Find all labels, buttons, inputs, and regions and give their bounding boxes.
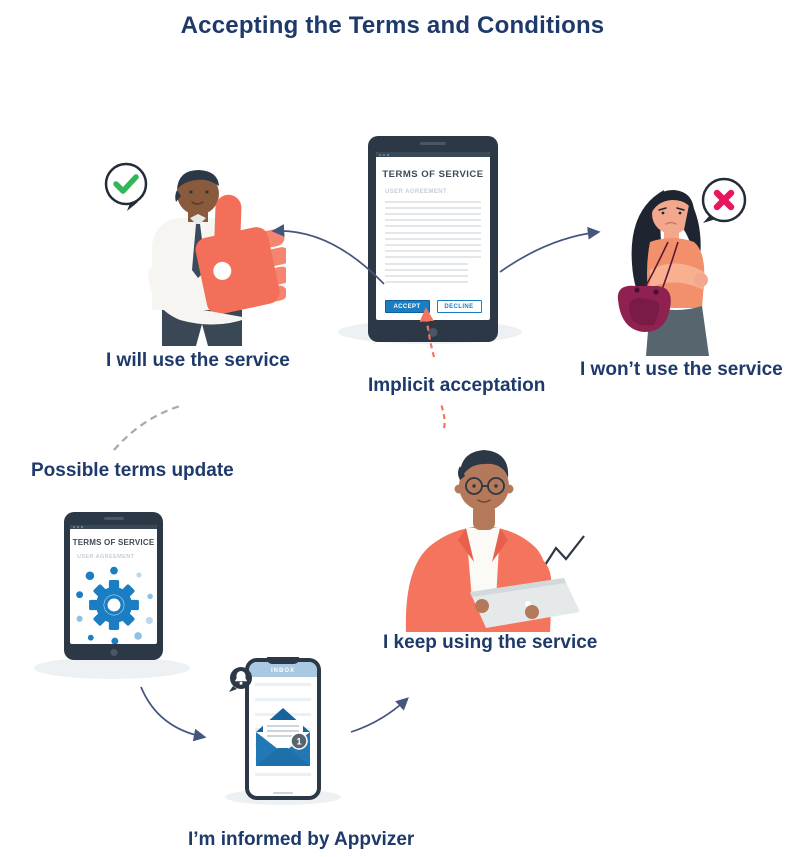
update-tablet-shadow bbox=[34, 657, 190, 679]
caption-informed: I’m informed by Appvizer bbox=[188, 829, 415, 850]
page-title: Accepting the Terms and Conditions bbox=[180, 12, 605, 39]
check-icon bbox=[113, 174, 139, 194]
tablet-home-button bbox=[110, 649, 117, 656]
decline-button[interactable]: DECLINE bbox=[436, 300, 482, 313]
tablet-speaker bbox=[103, 517, 124, 520]
tablet-home-button bbox=[428, 328, 438, 337]
terms-subheading: USER AGREEMENT bbox=[385, 189, 448, 195]
phone-home-indicator bbox=[273, 792, 293, 794]
inbox-title: INBOX bbox=[270, 668, 295, 674]
arrow-to-decline-user bbox=[499, 226, 601, 273]
phone-notch bbox=[267, 657, 299, 664]
man-laptop-illustration bbox=[405, 450, 585, 632]
chart-line-icon bbox=[537, 535, 585, 577]
man-thumbs-up-illustration bbox=[148, 170, 286, 346]
terms-screen: TERMS OF SERVICE USER AGREEMENT ACCEPT D… bbox=[376, 152, 490, 320]
terms-update-dashed-line bbox=[113, 404, 181, 451]
terms-text-placeholder bbox=[376, 201, 490, 283]
check-bubble bbox=[104, 162, 148, 211]
cross-icon bbox=[713, 189, 735, 211]
woman-illustration bbox=[617, 190, 709, 356]
terms-tablet: TERMS OF SERVICE USER AGREEMENT ACCEPT D… bbox=[368, 136, 498, 342]
gear-icon bbox=[75, 566, 153, 644]
unread-badge: 1 bbox=[296, 737, 301, 747]
caption-will-use: I will use the service bbox=[106, 350, 290, 371]
update-tablet: TERMS OF SERVICE USER AGREEMENT bbox=[64, 512, 163, 660]
bell-bubble bbox=[229, 667, 252, 692]
cross-bubble bbox=[701, 177, 747, 223]
terms-heading: TERMS OF SERVICE bbox=[382, 169, 484, 180]
caption-terms-update: Possible terms update bbox=[31, 460, 234, 481]
bell-icon bbox=[234, 671, 248, 685]
update-subheading: USER AGREEMENT bbox=[77, 554, 135, 560]
caption-implicit: Implicit acceptation bbox=[368, 375, 546, 396]
caption-wont-use: I won’t use the service bbox=[580, 359, 783, 380]
browser-bar bbox=[70, 525, 157, 529]
arrow-tablet-to-phone bbox=[140, 686, 207, 742]
tablet-speaker bbox=[420, 142, 446, 145]
caption-keep-using: I keep using the service bbox=[383, 632, 598, 653]
implicit-arrow-lower bbox=[439, 402, 446, 429]
phone-screen: INBOX 1 bbox=[249, 662, 317, 796]
notification-phone: INBOX 1 bbox=[245, 657, 321, 800]
browser-bar bbox=[376, 152, 490, 157]
update-heading: TERMS OF SERVICE bbox=[72, 538, 155, 547]
terms-buttons: ACCEPT DECLINE bbox=[376, 300, 490, 313]
accept-button[interactable]: ACCEPT bbox=[384, 300, 430, 313]
gear-dots bbox=[75, 566, 153, 644]
update-screen: TERMS OF SERVICE USER AGREEMENT bbox=[70, 525, 157, 644]
envelope-icon: 1 bbox=[256, 708, 310, 766]
arrow-phone-to-user bbox=[350, 697, 409, 733]
phone-header: INBOX bbox=[249, 662, 317, 677]
